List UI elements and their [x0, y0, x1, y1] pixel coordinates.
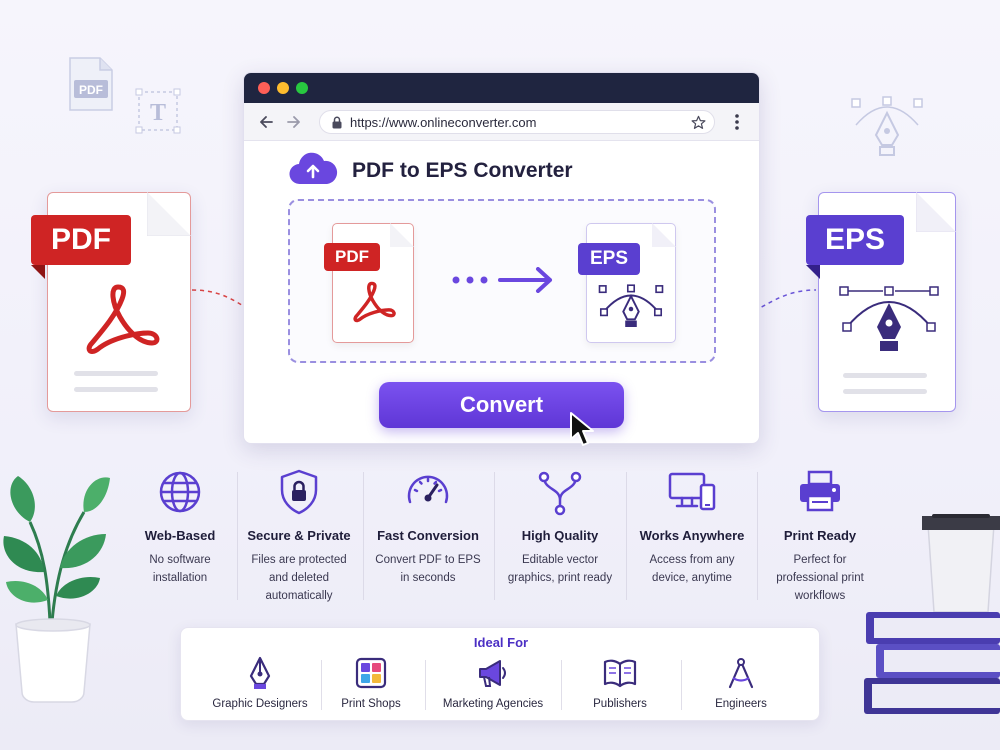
audience-label: Print Shops — [341, 698, 401, 710]
audience-divider — [425, 660, 426, 710]
books-and-coffee-illustration — [864, 514, 1000, 714]
feature-fast-conversion: Fast Conversion Convert PDF to EPS in se… — [362, 468, 494, 587]
audience-label: Marketing Agencies — [442, 698, 544, 710]
audience-label: Engineers — [715, 698, 767, 710]
file-drop-zone[interactable]: PDF EPS — [288, 199, 716, 363]
folded-corner — [390, 223, 414, 247]
cloud-upload-icon — [289, 152, 338, 185]
bookmark-star-icon[interactable] — [691, 115, 706, 130]
text-line-placeholder — [843, 389, 927, 394]
maximize-window-button[interactable] — [296, 82, 308, 94]
shield-lock-icon — [280, 469, 318, 515]
text-line-placeholder — [843, 373, 927, 378]
feature-description: Access from any device, anytime — [649, 554, 735, 584]
feature-secure-private: Secure & Private Files are protected and… — [233, 468, 365, 605]
url-text: https://www.onlineconverter.com — [350, 115, 537, 130]
feature-divider — [626, 472, 627, 600]
text-tool-glyph: T — [150, 100, 166, 126]
browser-menu-icon[interactable] — [734, 113, 740, 131]
floating-pen-tool-icon — [850, 95, 924, 159]
floating-pdf-tag: PDF — [79, 83, 103, 97]
ideal-for-title: Ideal For — [473, 635, 529, 650]
feature-description: Convert PDF to EPS in seconds — [375, 554, 481, 584]
vector-pen-icon — [598, 284, 664, 327]
feature-divider — [494, 472, 495, 600]
printer-icon — [800, 470, 840, 512]
convert-button[interactable]: Convert — [379, 382, 624, 428]
audience-label: Publishers — [593, 698, 647, 710]
feature-divider — [363, 472, 364, 600]
feature-description: Editable vector graphics, print ready — [507, 554, 613, 584]
vector-pen-icon — [839, 286, 939, 351]
badge-fold — [806, 265, 820, 279]
globe-icon — [159, 471, 201, 513]
folded-corner — [916, 192, 956, 232]
conversion-arrow-icon — [452, 267, 552, 293]
text-line-placeholder — [74, 387, 158, 392]
browser-toolbar: https://www.onlineconverter.com — [244, 103, 759, 141]
back-arrow-icon[interactable] — [258, 114, 274, 130]
feature-divider — [237, 472, 238, 600]
minimize-window-button[interactable] — [277, 82, 289, 94]
devices-icon — [668, 472, 716, 511]
feature-title: Fast Conversion — [377, 528, 479, 543]
target-eps-file — [586, 223, 676, 343]
compass-icon — [728, 658, 754, 689]
close-window-button[interactable] — [258, 82, 270, 94]
feature-description: No software installation — [149, 554, 211, 584]
feature-print-ready: Print Ready Perfect for professional pri… — [754, 468, 886, 605]
forward-arrow-icon[interactable] — [286, 114, 302, 130]
app-title: PDF to EPS Converter — [352, 159, 573, 182]
feature-divider — [757, 472, 758, 600]
feature-title: Works Anywhere — [639, 528, 745, 543]
browser-window: https://www.onlineconverter.com PDF to E… — [243, 72, 760, 444]
browser-titlebar — [244, 73, 759, 103]
floating-pdf-file-icon: PDF — [66, 56, 116, 112]
text-line-placeholder — [74, 371, 158, 376]
potted-plant-illustration — [3, 476, 110, 703]
print-palette-icon — [355, 657, 387, 689]
pdf-badge: PDF — [31, 215, 131, 265]
pen-nib-icon — [249, 656, 271, 689]
folded-corner — [652, 223, 676, 247]
audience-publishers: Publishers — [577, 652, 663, 710]
audience-divider — [681, 660, 682, 710]
feature-title: Secure & Private — [247, 528, 351, 543]
feature-high-quality: High Quality Editable vector graphics, p… — [494, 468, 626, 587]
source-pdf-badge: PDF — [324, 243, 380, 271]
feature-description: Files are protected and deleted automati… — [251, 554, 347, 602]
lock-icon — [332, 116, 342, 129]
vector-nodes-icon — [538, 471, 582, 516]
feature-description: Perfect for professional print workflows — [776, 554, 864, 602]
ideal-for-panel: Ideal For Graphic Designers Print Shops … — [180, 627, 820, 721]
adobe-acrobat-icon — [86, 284, 160, 354]
feature-works-anywhere: Works Anywhere Access from any device, a… — [626, 468, 758, 587]
feature-web-based: Web-Based No software installation — [114, 468, 246, 587]
audience-marketing-agencies: Marketing Agencies — [431, 652, 555, 710]
eps-badge: EPS — [806, 215, 904, 265]
feature-title: Print Ready — [783, 528, 857, 543]
folded-corner — [147, 192, 191, 236]
feature-title: Web-Based — [144, 528, 216, 543]
audience-graphic-designers: Graphic Designers — [201, 652, 319, 710]
feature-title: High Quality — [521, 528, 599, 543]
adobe-acrobat-icon — [353, 281, 396, 323]
audience-print-shops: Print Shops — [327, 652, 415, 710]
mouse-cursor-icon — [570, 412, 594, 446]
audience-divider — [561, 660, 562, 710]
open-book-icon — [603, 659, 637, 688]
audience-engineers: Engineers — [695, 652, 787, 710]
megaphone-icon — [479, 660, 506, 687]
speedometer-icon — [407, 475, 449, 504]
audience-label: Graphic Designers — [212, 698, 308, 710]
text-tool-icon: T — [135, 88, 181, 134]
address-bar[interactable]: https://www.onlineconverter.com — [319, 110, 715, 134]
source-pdf-file — [332, 223, 414, 343]
badge-fold — [31, 265, 45, 279]
audience-divider — [321, 660, 322, 710]
target-eps-badge: EPS — [578, 243, 640, 275]
